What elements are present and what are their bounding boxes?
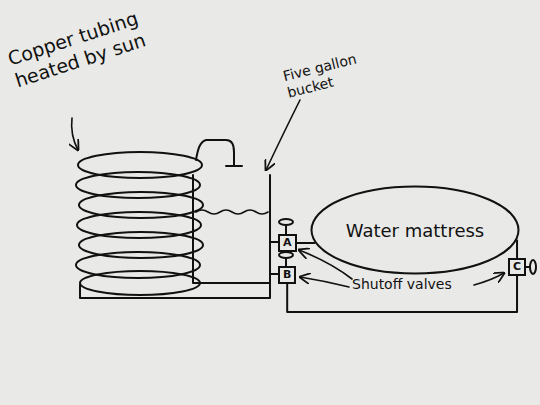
pipe-connector	[516, 241, 518, 258]
callout-label: Five gallon bucket	[281, 44, 386, 101]
node-label: Water mattress	[346, 220, 484, 241]
shutoff-valve: B	[278, 266, 296, 284]
pipe-connector	[297, 242, 315, 244]
copper-coil	[76, 140, 270, 298]
callout-label: Copper tubing heated by sun	[5, 0, 176, 92]
valve-handle	[279, 219, 536, 274]
callout-label: Shutoff valves	[352, 276, 477, 293]
leader-arrow	[72, 100, 504, 287]
water-mattress: Water mattress	[310, 185, 520, 275]
bucket	[193, 175, 279, 283]
shutoff-valve: A	[278, 234, 297, 252]
valve-letter: A	[283, 237, 292, 249]
mattress-outline	[312, 187, 519, 274]
shutoff-valve: C	[508, 258, 526, 276]
valve-letter: B	[283, 269, 291, 281]
valve-letter: C	[513, 261, 521, 273]
pipe-connector	[287, 276, 517, 312]
